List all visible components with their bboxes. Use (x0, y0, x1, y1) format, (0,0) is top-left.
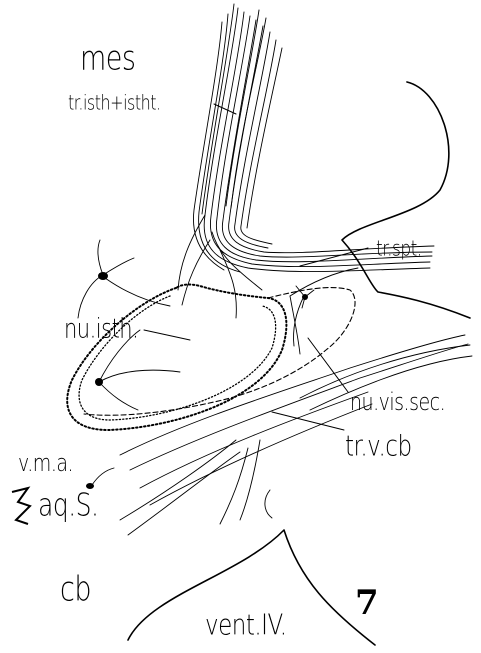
cerebellar-tract-fibres (120, 335, 472, 535)
nucleus-isthmi-outline (67, 285, 286, 430)
label-tr-isth: tr.isth+istht. (68, 93, 161, 113)
label-aq-s: aq.S. (38, 489, 98, 520)
label-mes: mes (80, 42, 135, 76)
label-nu-vis-sec: nu.vis.sec. (350, 391, 445, 415)
leader-lines (144, 104, 368, 430)
aqueduct-recess-mark (12, 488, 30, 524)
neuron-cell-body (98, 272, 108, 280)
label-cb: cb (60, 573, 91, 607)
isthmic-tract-fibres (178, 4, 434, 318)
figure-number: 7 (355, 583, 379, 623)
neuron-processes (78, 240, 358, 518)
neuron-cell-body (95, 378, 103, 386)
label-vent-iv: vent.IV. (205, 612, 287, 641)
neuron-cell-body (302, 294, 308, 300)
label-tr-spt: tr.spt. (376, 239, 422, 260)
outer-wall-outline (342, 82, 470, 318)
label-tr-v-cb: tr.v.cb (345, 433, 412, 462)
nucleus-vis-sec-outline (84, 288, 355, 416)
label-v-m-a: v.m.a. (18, 452, 73, 476)
label-nu-isth: nu.isth. (64, 316, 138, 342)
